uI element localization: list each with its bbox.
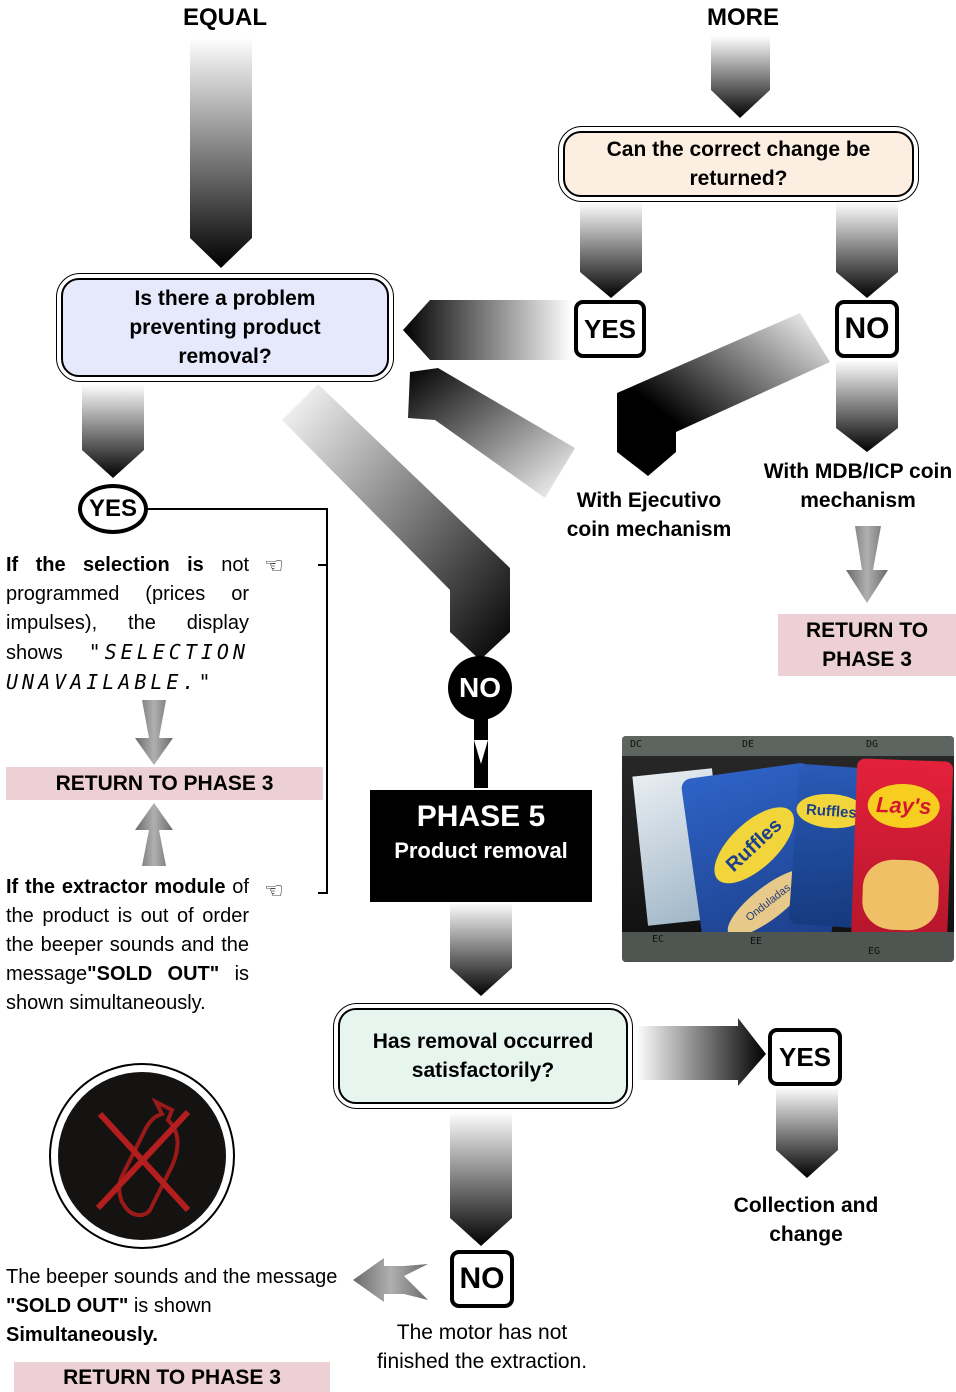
note-selection-lcd: "SELECTION UNAVAILABLE."	[6, 640, 249, 694]
question-change-text: Can the correct change be returned?	[606, 138, 871, 190]
photo-slot-label: EC	[652, 934, 665, 945]
photo-shelf	[622, 736, 954, 756]
photo-chips	[861, 858, 940, 932]
photo-brand: Lay's	[866, 782, 941, 830]
photo-slot-label: EG	[868, 946, 881, 957]
question-removal-text: Has removal occurred satisfactorily?	[372, 1030, 594, 1082]
question-change: Can the correct change be returned?	[558, 126, 919, 202]
return-phase3-mdb: RETURN TO PHASE 3	[778, 614, 956, 676]
bracket-line	[148, 508, 328, 894]
arrow-problem-yes	[82, 384, 144, 478]
pointing-hand-icon: ☜	[264, 878, 284, 903]
return-phase3-bottom: RETURN TO PHASE 3	[14, 1362, 330, 1392]
answer-yes-removal: YES	[768, 1028, 842, 1086]
header-more: MORE	[707, 4, 779, 31]
sold-out-display-icon	[49, 1063, 235, 1249]
photo-shelf-bottom	[622, 932, 954, 962]
photo-bag-lays: Lay's	[850, 758, 954, 952]
gray-arrow-mdb-return	[846, 526, 888, 603]
label-motor: The motor has not finished the extractio…	[376, 1321, 588, 1373]
gray-arrow-selection-return	[135, 700, 173, 765]
note-extractor-bold1: If the extractor module	[6, 876, 226, 898]
arrow-yes-left	[403, 300, 572, 360]
question-problem: Is there a problem preventing product re…	[56, 273, 394, 382]
photo-slot-label: EE	[750, 936, 763, 947]
gray-arrow-extractor-return	[135, 803, 173, 866]
gray-arrow-no-left	[353, 1258, 428, 1302]
label-mdb: With MDB/ICP coin mechanism	[763, 460, 953, 512]
arrow-removal-no	[450, 1112, 512, 1246]
return-phase3-selection: RETURN TO PHASE 3	[6, 767, 323, 800]
arrow-equal-down	[190, 38, 252, 268]
note-beeper-text2: is shown	[128, 1295, 212, 1317]
photo-slot-label: DC	[630, 739, 643, 750]
arrow-problem-no	[282, 384, 510, 660]
note-beeper-text1: The beeper sounds and the message	[6, 1266, 338, 1288]
note-selection-text: not programmed (prices or impulses), the…	[6, 554, 249, 664]
answer-no-removal: NO	[450, 1250, 514, 1308]
vending-photo: DC DE DG Ruffles Onduladas Ruffles Lay's…	[622, 736, 954, 962]
arrow-yes-collection	[776, 1087, 838, 1178]
photo-slot-label: DE	[742, 739, 755, 750]
arrow-removal-yes	[636, 1018, 766, 1086]
answer-no-problem: NO	[448, 656, 512, 720]
pointing-hand-icon: ☜	[264, 553, 284, 578]
arrow-change-no	[836, 202, 898, 298]
label-collection: Collection and change	[733, 1194, 879, 1246]
arrow-phase5-down	[450, 902, 512, 996]
note-selection-bold: If the selection is	[6, 554, 204, 576]
arrow-no-down	[836, 360, 898, 452]
label-ejecutivo: With Ejecutivo coin mechanism	[566, 489, 732, 541]
note-beeper-bold1: "SOLD OUT"	[6, 1295, 129, 1317]
answer-yes-change: YES	[574, 300, 646, 358]
phase5-box: PHASE 5 Product removal	[370, 790, 592, 902]
answer-yes-problem: YES	[78, 484, 148, 534]
arrow-change-yes	[580, 202, 642, 298]
note-beeper-bold2: Simultaneously.	[6, 1324, 158, 1346]
question-problem-text: Is there a problem preventing product re…	[129, 287, 321, 368]
arrow-no-ejecutivo	[617, 313, 830, 476]
note-extractor: If the extractor module of the product i…	[6, 873, 249, 1018]
answer-no-change: NO	[835, 300, 899, 358]
phase5-title: PHASE 5	[416, 800, 546, 833]
question-removal: Has removal occurred satisfactorily?	[333, 1003, 633, 1109]
note-extractor-bold2: "SOLD OUT"	[87, 963, 220, 985]
note-extractor-text2: is shown simultaneously.	[6, 963, 250, 1014]
note-extractor-text1: of the product is out of order the beepe…	[6, 876, 249, 985]
photo-slot-label: DG	[866, 739, 879, 750]
header-equal: EQUAL	[183, 4, 267, 31]
arrow-ejecutivo-to-problem	[408, 368, 575, 498]
arrow-more-down	[711, 36, 770, 118]
note-beeper: The beeper sounds and the message "SOLD …	[6, 1263, 338, 1350]
note-selection: If the selection is not programmed (pric…	[6, 551, 249, 698]
phase5-subtitle: Product removal	[394, 838, 568, 863]
